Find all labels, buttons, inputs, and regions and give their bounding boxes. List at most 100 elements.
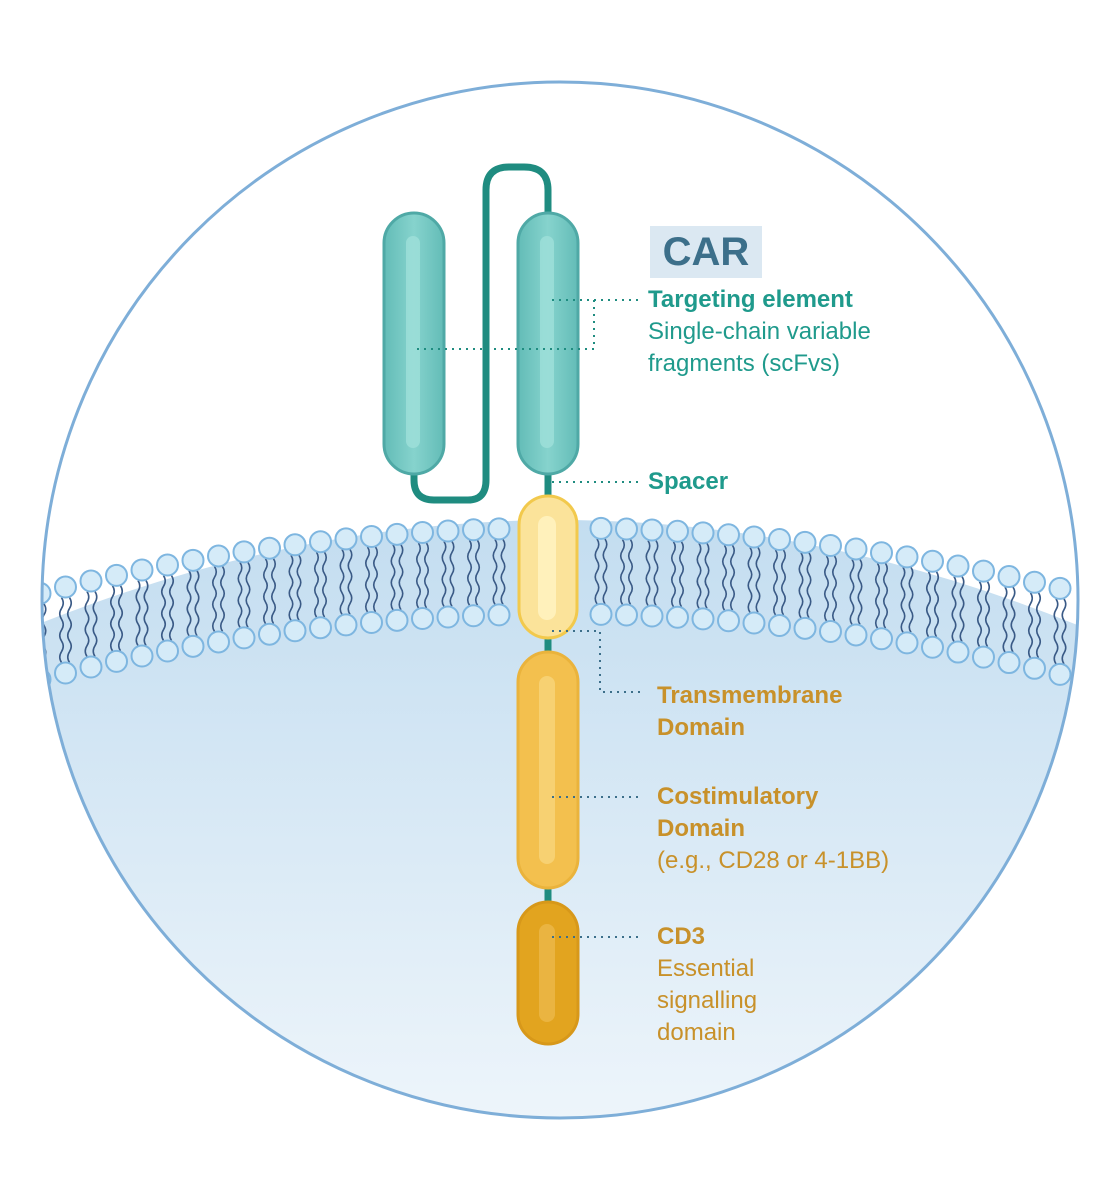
lipid-head xyxy=(360,610,383,634)
cd3-domain xyxy=(516,900,580,1046)
lipid-head xyxy=(895,631,919,655)
lipid-head xyxy=(640,604,664,628)
lipid-tails xyxy=(696,542,710,609)
leader-targeting xyxy=(416,299,640,350)
lipid-head xyxy=(411,521,434,545)
lipid-tails xyxy=(339,548,353,615)
transmembrane-domain xyxy=(517,494,579,640)
lipid-tails xyxy=(186,570,200,637)
lipid-head xyxy=(895,545,919,569)
lipid-head xyxy=(207,630,230,654)
lipid-tails xyxy=(364,546,379,613)
lipid-head xyxy=(334,527,358,551)
lipid-head xyxy=(768,614,791,638)
lipid-head xyxy=(946,640,970,664)
lipid-head xyxy=(1048,576,1072,600)
costimulatory-domain xyxy=(516,650,580,890)
lipid-head xyxy=(972,559,995,583)
lipid-head xyxy=(487,517,511,541)
lipid-head xyxy=(972,645,995,669)
lipid-tails xyxy=(721,544,736,611)
lipid-head xyxy=(436,519,460,543)
lipid-head xyxy=(258,536,281,560)
cd3-line2: signalling xyxy=(657,987,758,1014)
cd3-line3: domain xyxy=(657,1019,736,1046)
lipid-head xyxy=(79,655,103,679)
costimulatory-line1: Costimulatory xyxy=(657,783,819,810)
car-title: CAR xyxy=(650,226,762,278)
lipid-tails xyxy=(772,549,787,616)
lipid-tails xyxy=(874,562,889,629)
costimulatory-line2: Domain xyxy=(657,815,746,842)
lipid-head xyxy=(844,537,868,561)
lipid-head xyxy=(589,602,613,626)
lipid-head xyxy=(462,518,485,542)
lipid-head xyxy=(462,604,485,628)
lipid-head xyxy=(691,521,715,545)
lipid-tails xyxy=(823,555,838,622)
lipid-head xyxy=(793,616,817,640)
lipid-tails xyxy=(670,541,685,608)
lipid-head xyxy=(385,522,409,546)
lipid-head xyxy=(283,619,307,643)
lipid-tails xyxy=(415,542,430,609)
lipid-tails xyxy=(390,544,404,611)
lipid-head xyxy=(309,530,332,554)
lipid-head xyxy=(870,627,893,651)
lipid-head xyxy=(666,605,689,629)
lipid-tails xyxy=(262,558,277,625)
lipid-tails xyxy=(313,551,328,618)
lipid-tails xyxy=(84,591,98,657)
targeting-heading: Targeting element xyxy=(648,286,853,313)
lipid-tails xyxy=(288,554,302,621)
lipid-head xyxy=(1023,570,1046,594)
lipid-head xyxy=(181,548,205,572)
lipid-tails xyxy=(441,541,455,607)
lipid-head xyxy=(54,575,77,599)
label-spacer: Spacer xyxy=(648,466,728,498)
lipid-tails xyxy=(849,559,863,625)
lipid-head xyxy=(793,530,817,554)
lipid-head xyxy=(640,518,664,542)
lipid-tails xyxy=(645,540,659,606)
lipid-head xyxy=(1023,656,1046,680)
lipid-tails xyxy=(747,547,761,613)
spacer-heading: Spacer xyxy=(648,468,729,495)
lipid-tails xyxy=(211,566,226,632)
lipid-head xyxy=(615,517,638,541)
lipid-head xyxy=(691,607,715,631)
lipid-head xyxy=(105,649,128,673)
cell-outline xyxy=(40,80,1080,1120)
lipid-head xyxy=(207,544,230,568)
targeting-line2: fragments (scFvs) xyxy=(648,350,841,377)
lipid-head xyxy=(717,609,740,633)
lipid-head xyxy=(819,619,842,643)
lipid-head xyxy=(844,623,868,647)
lipid-head xyxy=(742,611,766,635)
lipid-head xyxy=(870,541,893,565)
lipid-tails xyxy=(466,539,481,606)
lipid-tails xyxy=(900,566,914,633)
transmembrane-line1: Transmembrane xyxy=(657,682,843,709)
scfv-linker xyxy=(410,163,552,504)
label-costimulatory: Costimulatory Domain (e.g., CD28 or 4-1B… xyxy=(657,781,889,877)
lipid-head xyxy=(487,603,511,627)
transmembrane-line2: Domain xyxy=(657,714,746,741)
label-cd3: CD3 Essential signalling domain xyxy=(657,921,757,1049)
lipid-head xyxy=(742,525,766,549)
lipid-head xyxy=(385,608,409,632)
lipid-head xyxy=(768,528,791,552)
lipid-tails xyxy=(492,538,506,605)
lipid-head xyxy=(156,553,179,577)
lipid-head xyxy=(589,516,613,540)
leader-transmembrane xyxy=(552,630,640,693)
lipid-head xyxy=(79,569,103,593)
lipid-head xyxy=(130,558,154,582)
lipid-tails xyxy=(619,539,634,605)
lipid-head xyxy=(232,540,256,564)
lipid-head xyxy=(360,524,383,548)
lipid-tails xyxy=(160,575,175,641)
lipid-tails xyxy=(925,571,940,638)
lipid-tails xyxy=(109,585,124,652)
